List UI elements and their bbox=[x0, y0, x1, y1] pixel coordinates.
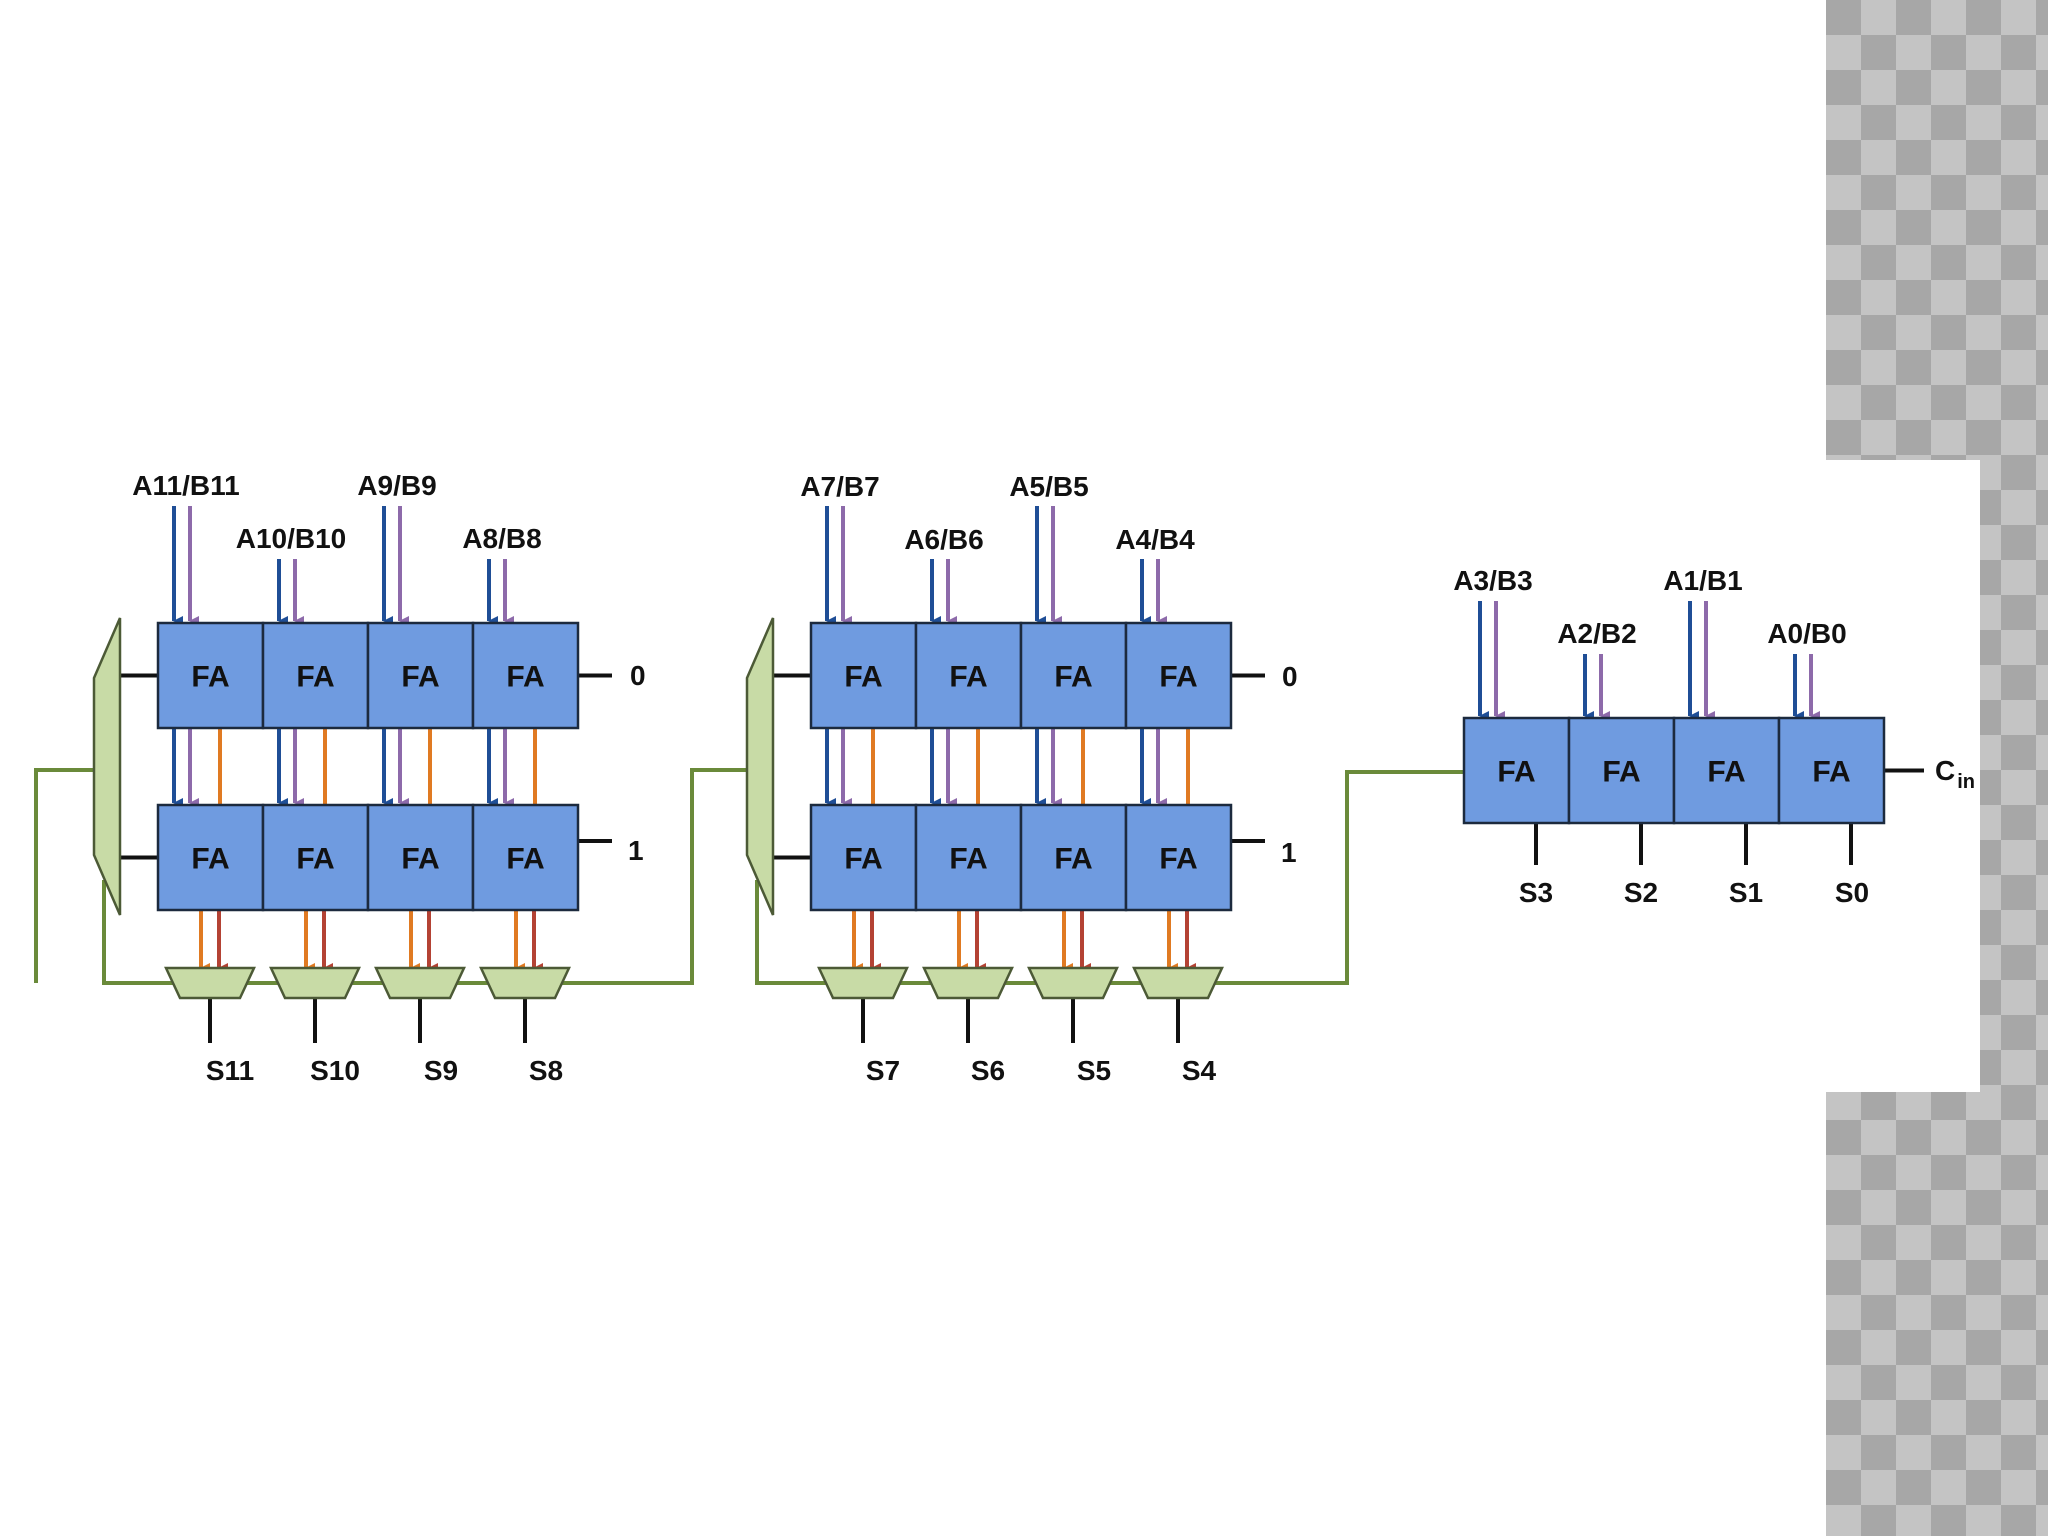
stage3-row1-fa-block-3 bbox=[471, 803, 580, 912]
stage3-row1-fa-label-1: FA bbox=[296, 843, 334, 876]
carry-in-0-label-stage2: 0 bbox=[1282, 661, 1298, 692]
output-label-s4: S4 bbox=[1182, 1055, 1217, 1086]
stage2-sum-mux-0 bbox=[817, 966, 909, 1000]
stage2-sum-mux-1 bbox=[922, 966, 1014, 1000]
stage2-row1-fa-block-3 bbox=[1124, 803, 1233, 912]
stage3-row1-fa-block-2 bbox=[366, 803, 475, 912]
stage3-sum-mux-0 bbox=[164, 966, 256, 1000]
stage3-sum-mux-1 bbox=[269, 966, 361, 1000]
stage2-row0-fa-label-3: FA bbox=[1159, 661, 1197, 694]
input-label-a3-b3: A3/B3 bbox=[1453, 565, 1532, 596]
stage2-row1-fa-label-1: FA bbox=[949, 843, 987, 876]
stage2-row0-fa-block-0 bbox=[809, 621, 918, 730]
labels-layer: FA FA FA FA FA FA FA FA FA FA FA FA FA FA FA FA FA FA FA FA bbox=[191, 661, 1850, 876]
stage3-row0-fa-block-3 bbox=[471, 621, 580, 730]
input-label-a0-b0: A0/B0 bbox=[1767, 618, 1846, 649]
carry-in-1-label-stage2: 1 bbox=[1281, 837, 1297, 868]
stage2-row1-fa-label-2: FA bbox=[1054, 843, 1092, 876]
stage2-sum-mux-2 bbox=[1027, 966, 1119, 1000]
stage2-sum-mux-3 bbox=[1132, 966, 1224, 1000]
output-label-s11: S11 bbox=[206, 1055, 254, 1086]
stage1-fa-block-0 bbox=[1462, 716, 1571, 825]
stage2-row0-fa-label-0: FA bbox=[844, 661, 882, 694]
stage3-row0-fa-block-1 bbox=[261, 621, 370, 730]
select-wire-in-left bbox=[34, 768, 94, 983]
stage1-fa-label-2: FA bbox=[1707, 756, 1745, 789]
carry-in-subscript: in bbox=[1957, 771, 1975, 793]
stage2-row1-fa-label-0: FA bbox=[844, 843, 882, 876]
stage1-fa-block-2 bbox=[1672, 716, 1781, 825]
stage2-row0-fa-block-3 bbox=[1124, 621, 1233, 730]
input-label-a10-b10: A10/B10 bbox=[236, 523, 347, 554]
select-wire-stage3-to-stage2 bbox=[102, 768, 746, 985]
output-label-s2: S2 bbox=[1624, 877, 1658, 908]
stage1-fa-block-3 bbox=[1777, 716, 1886, 825]
stage2-carry-mux bbox=[745, 617, 775, 916]
input-label-a2-b2: A2/B2 bbox=[1557, 618, 1636, 649]
stage1-fa-label-0: FA bbox=[1497, 756, 1535, 789]
stage2-row1-fa-block-1 bbox=[914, 803, 1023, 912]
carry-in-c: C bbox=[1935, 755, 1955, 786]
input-label-a5-b5: A5/B5 bbox=[1009, 471, 1088, 502]
stage3-row0-fa-label-3: FA bbox=[506, 661, 544, 694]
stage2-row0-fa-label-1: FA bbox=[949, 661, 987, 694]
stage1-fa-label-3: FA bbox=[1812, 756, 1850, 789]
output-label-s1: S1 bbox=[1729, 877, 1763, 908]
stage3-row0-fa-label-1: FA bbox=[296, 661, 334, 694]
input-label-a8-b8: A8/B8 bbox=[462, 523, 541, 554]
stage1-fa-label-1: FA bbox=[1602, 756, 1640, 789]
stage3-carry-mux bbox=[92, 617, 122, 916]
stage3-row1-fa-label-3: FA bbox=[506, 843, 544, 876]
stage3-sum-mux-3 bbox=[479, 966, 571, 1000]
stage2-row1-fa-label-3: FA bbox=[1159, 843, 1197, 876]
output-label-s0: S0 bbox=[1835, 877, 1869, 908]
output-label-s5: S5 bbox=[1077, 1055, 1111, 1086]
output-label-s6: S6 bbox=[971, 1055, 1005, 1086]
output-label-s7: S7 bbox=[866, 1055, 900, 1086]
stage2-row0-fa-block-2 bbox=[1019, 621, 1128, 730]
input-label-a6-b6: A6/B6 bbox=[904, 524, 983, 555]
select-wire-stage2-to-stage1 bbox=[755, 770, 1466, 985]
stage3-sum-mux-2 bbox=[374, 966, 466, 1000]
stage2-row0-fa-block-1 bbox=[914, 621, 1023, 730]
input-label-a1-b1: A1/B1 bbox=[1663, 565, 1742, 596]
output-label-s9: S9 bbox=[424, 1055, 458, 1086]
wires-layer bbox=[34, 768, 1466, 985]
stage3-row0-fa-label-0: FA bbox=[191, 661, 229, 694]
stage2-row1-fa-block-2 bbox=[1019, 803, 1128, 912]
output-label-s10: S10 bbox=[310, 1055, 360, 1086]
input-label-a4-b4: A4/B4 bbox=[1115, 524, 1195, 555]
stage3-row1-fa-label-0: FA bbox=[191, 843, 229, 876]
blocks-layer bbox=[92, 617, 1886, 1000]
stage3-row0-fa-label-2: FA bbox=[401, 661, 439, 694]
stage2-row0-fa-label-2: FA bbox=[1054, 661, 1092, 694]
output-label-s3: S3 bbox=[1519, 877, 1553, 908]
output-label-s8: S8 bbox=[529, 1055, 563, 1086]
input-label-a7-b7: A7/B7 bbox=[800, 471, 879, 502]
stage3-row0-fa-block-2 bbox=[366, 621, 475, 730]
carry-in-0-label-stage3: 0 bbox=[630, 660, 646, 691]
input-label-a9-b9: A9/B9 bbox=[357, 470, 436, 501]
stage3-row1-fa-block-0 bbox=[156, 803, 265, 912]
input-label-a11-b11: A11/B11 bbox=[132, 470, 239, 501]
stage3-row1-fa-label-2: FA bbox=[401, 843, 439, 876]
stage3-row1-fa-block-1 bbox=[261, 803, 370, 912]
arrows-layer bbox=[120, 506, 1924, 1043]
carry-in-1-label-stage3: 1 bbox=[628, 835, 644, 866]
